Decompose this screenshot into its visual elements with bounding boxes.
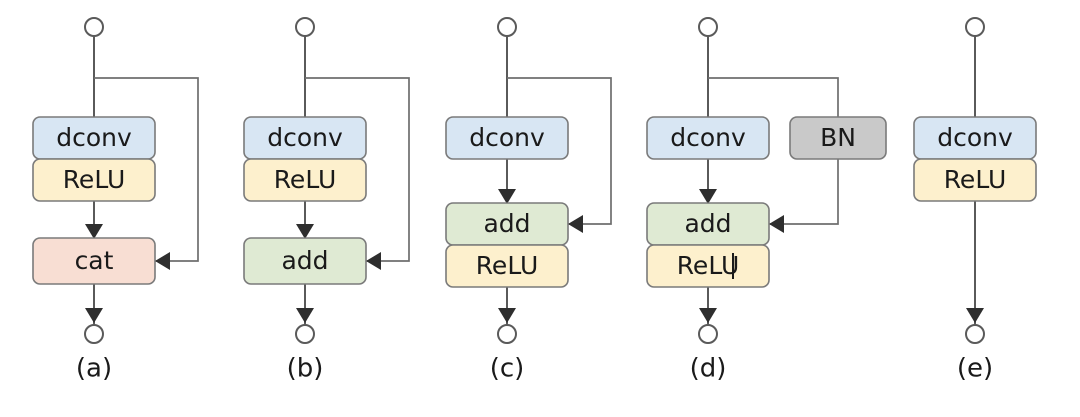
- node-relu-rect: [243, 158, 367, 202]
- node-relu[interactable]: ReLU: [646, 244, 770, 288]
- node-dconv[interactable]: dconv: [913, 116, 1037, 160]
- node-add-label: add: [483, 209, 530, 238]
- edge-skip-connection: [94, 77, 199, 262]
- arrow-into-cat: [85, 224, 103, 239]
- output-terminal-circle: [84, 324, 104, 344]
- arrow-skip-into-merge: [366, 252, 381, 270]
- panel-caption-e: (e): [957, 354, 993, 384]
- node-add[interactable]: add: [243, 237, 367, 285]
- node-relu-label: ReLU: [677, 251, 740, 280]
- input-terminal-circle: [698, 17, 718, 37]
- input-terminal-circle: [965, 17, 985, 37]
- node-add-label: add: [281, 246, 328, 275]
- panel-caption-c: (c): [490, 354, 525, 384]
- node-relu-rect: [445, 244, 569, 288]
- panel-caption-b: (b): [287, 354, 324, 384]
- panels-layer: dconvReLUcat(a)dconvReLUadd(b)dconvaddRe…: [32, 17, 1037, 384]
- arrow-to-output: [498, 308, 516, 323]
- node-dconv[interactable]: dconv: [32, 116, 156, 160]
- node-relu-rect: [32, 158, 156, 202]
- node-relu-label: ReLU: [63, 165, 126, 194]
- node-relu-label: ReLU: [274, 165, 337, 194]
- node-relu-rect: [913, 158, 1037, 202]
- node-add[interactable]: add: [445, 202, 569, 246]
- edge-skip-connection: [507, 77, 612, 225]
- node-cat[interactable]: cat: [32, 237, 156, 285]
- node-add-label: add: [684, 209, 731, 238]
- arrow-skip-into-merge: [155, 252, 170, 270]
- node-cat-rect: [32, 237, 156, 285]
- node-dconv-label: dconv: [56, 123, 132, 152]
- node-relu-rect: [646, 244, 770, 288]
- arrow-into-add: [699, 189, 717, 204]
- output-terminal-circle: [295, 324, 315, 344]
- output-terminal-circle: [497, 324, 517, 344]
- output-terminal-circle: [698, 324, 718, 344]
- node-bn[interactable]: BN: [789, 116, 887, 160]
- input-terminal-circle: [84, 17, 104, 37]
- node-dconv-label: dconv: [670, 123, 746, 152]
- node-dconv[interactable]: dconv: [243, 116, 367, 160]
- node-add-rect: [243, 237, 367, 285]
- input-terminal-circle: [295, 17, 315, 37]
- arrow-into-add: [498, 189, 516, 204]
- node-relu[interactable]: ReLU: [243, 158, 367, 202]
- node-relu[interactable]: ReLU: [32, 158, 156, 202]
- node-dconv-rect: [445, 116, 569, 160]
- node-bn-rect: [789, 116, 887, 160]
- node-dconv[interactable]: dconv: [445, 116, 569, 160]
- node-relu[interactable]: ReLU: [445, 244, 569, 288]
- node-dconv[interactable]: dconv: [646, 116, 770, 160]
- arrow-into-add: [296, 224, 314, 239]
- arrow-to-output: [699, 308, 717, 323]
- arrow-to-output: [296, 308, 314, 323]
- node-relu[interactable]: ReLU: [913, 158, 1037, 202]
- node-dconv-label: dconv: [469, 123, 545, 152]
- panel-caption-d: (d): [690, 354, 727, 384]
- arrow-to-output: [85, 308, 103, 323]
- node-cat-label: cat: [75, 246, 114, 275]
- node-add[interactable]: add: [646, 202, 770, 246]
- arrow-skip-into-merge: [769, 215, 784, 233]
- edge-skip-connection: [305, 77, 410, 262]
- edge-skip-to-bn: [708, 77, 839, 119]
- node-dconv-label: dconv: [267, 123, 343, 152]
- node-dconv-rect: [646, 116, 770, 160]
- input-terminal-circle: [497, 17, 517, 37]
- arrow-to-output: [966, 308, 984, 323]
- edge-bn-to-merge: [769, 157, 839, 225]
- output-terminal-circle: [965, 324, 985, 344]
- panel-caption-a: (a): [76, 354, 112, 384]
- arrow-skip-into-merge: [568, 215, 583, 233]
- node-bn-label: BN: [820, 123, 856, 152]
- node-relu-label: ReLU: [944, 165, 1007, 194]
- node-dconv-label: dconv: [937, 123, 1013, 152]
- node-relu-label: ReLU: [476, 251, 539, 280]
